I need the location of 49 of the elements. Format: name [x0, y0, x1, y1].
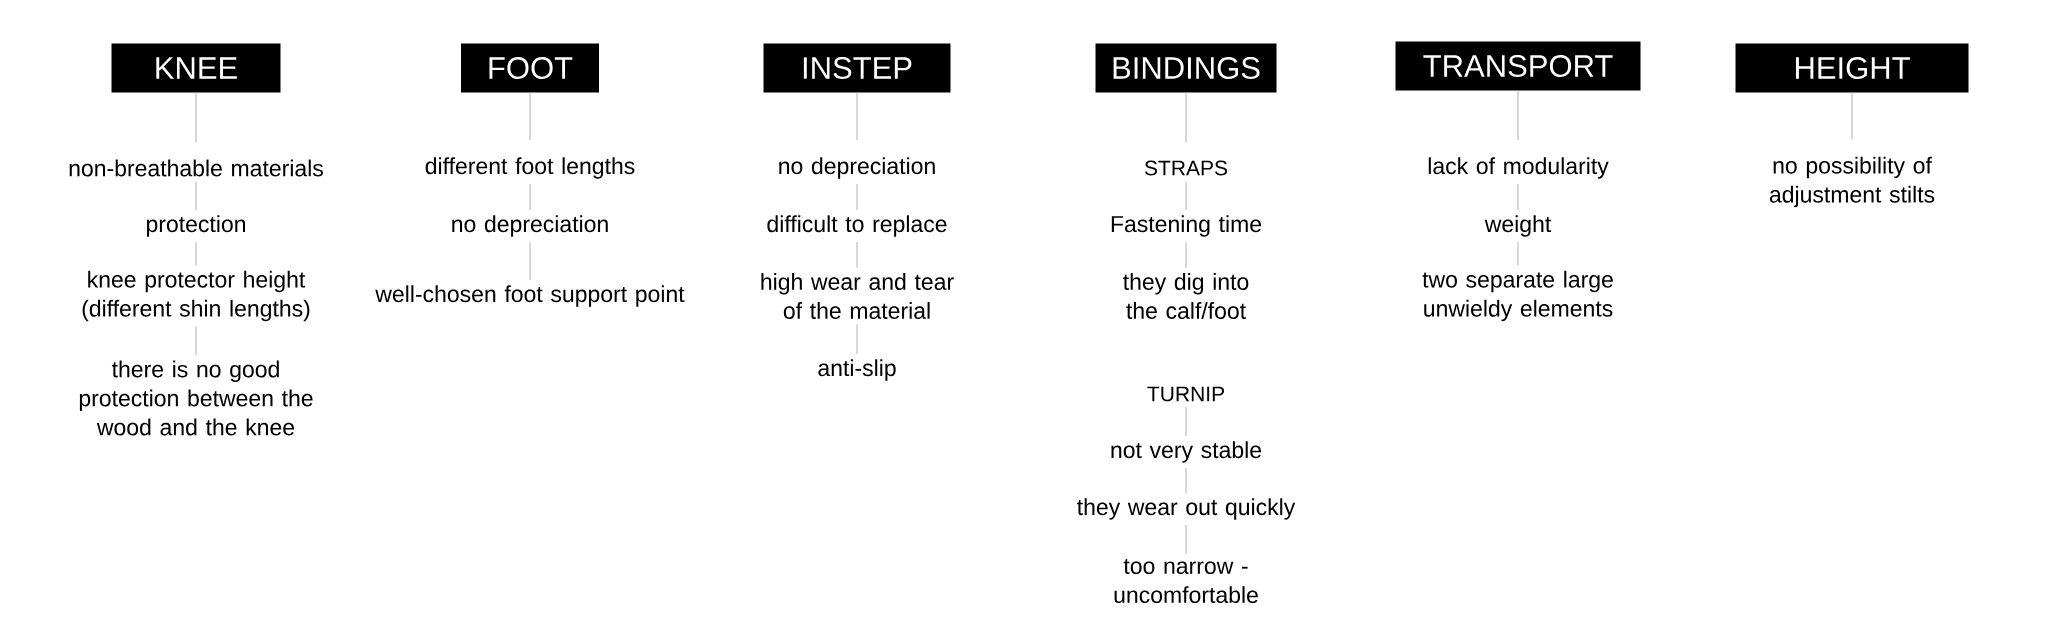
- connector-line: [195, 325, 197, 357]
- connector-line: [1185, 467, 1187, 494]
- list-item: no depreciation: [452, 215, 608, 237]
- list-item: high wear and tear of the material: [761, 273, 954, 319]
- connector-line: [529, 183, 531, 211]
- category-header: KNEE: [111, 43, 281, 93]
- category-header: FOOT: [461, 43, 599, 93]
- category-header: BINDINGS: [1095, 43, 1277, 93]
- list-item: two separate large unwieldy elements: [1422, 270, 1613, 322]
- list-item: different foot lengths: [425, 157, 635, 179]
- connector-line: [1185, 92, 1187, 144]
- category-header: TRANSPORT: [1395, 41, 1641, 91]
- list-item: protection: [147, 215, 245, 237]
- list-item: lack of modularity: [1428, 157, 1609, 179]
- subheading: TURNIP: [1147, 386, 1224, 402]
- connector-line: [856, 241, 858, 269]
- list-item: no depreciation: [779, 157, 935, 179]
- list-item: there is no good protection between the wood and the knee: [79, 360, 313, 436]
- list-item: too narrow - uncomfortable: [1114, 558, 1258, 604]
- list-item: difficult to replace: [767, 215, 947, 237]
- connector-line: [856, 92, 858, 141]
- list-item: non-breathable materials: [69, 159, 323, 177]
- connector-line: [1517, 183, 1519, 211]
- category-header: INSTEP: [763, 43, 951, 93]
- connector-line: [1851, 92, 1853, 141]
- list-item: they dig into the calf/foot: [1123, 273, 1249, 319]
- category-header: HEIGHT: [1735, 43, 1969, 93]
- connector-line: [1185, 406, 1187, 437]
- connector-line: [1517, 90, 1519, 141]
- list-item: no possibility of adjustment stilts: [1769, 156, 1935, 208]
- connector-line: [1185, 241, 1187, 269]
- list-item: they wear out quickly: [1077, 498, 1296, 520]
- connector-line: [195, 92, 197, 144]
- list-item: knee protector height (different shin lengths): [82, 270, 310, 322]
- connector-line: [1517, 241, 1519, 267]
- list-item: well-chosen foot support point: [375, 285, 685, 307]
- subheading: STRAPS: [1144, 160, 1228, 176]
- list-item: weight: [1484, 215, 1552, 237]
- connector-line: [529, 92, 531, 141]
- list-item: not very stable: [1111, 441, 1262, 463]
- connector-line: [1185, 180, 1187, 211]
- connector-line: [195, 180, 197, 211]
- connector-line: [529, 241, 531, 281]
- connector-line: [856, 183, 858, 211]
- list-item: anti-slip: [818, 359, 896, 381]
- connector-line: [195, 241, 197, 267]
- connector-line: [1185, 524, 1187, 555]
- connector-line: [856, 323, 858, 355]
- list-item: Fastening time: [1111, 215, 1262, 237]
